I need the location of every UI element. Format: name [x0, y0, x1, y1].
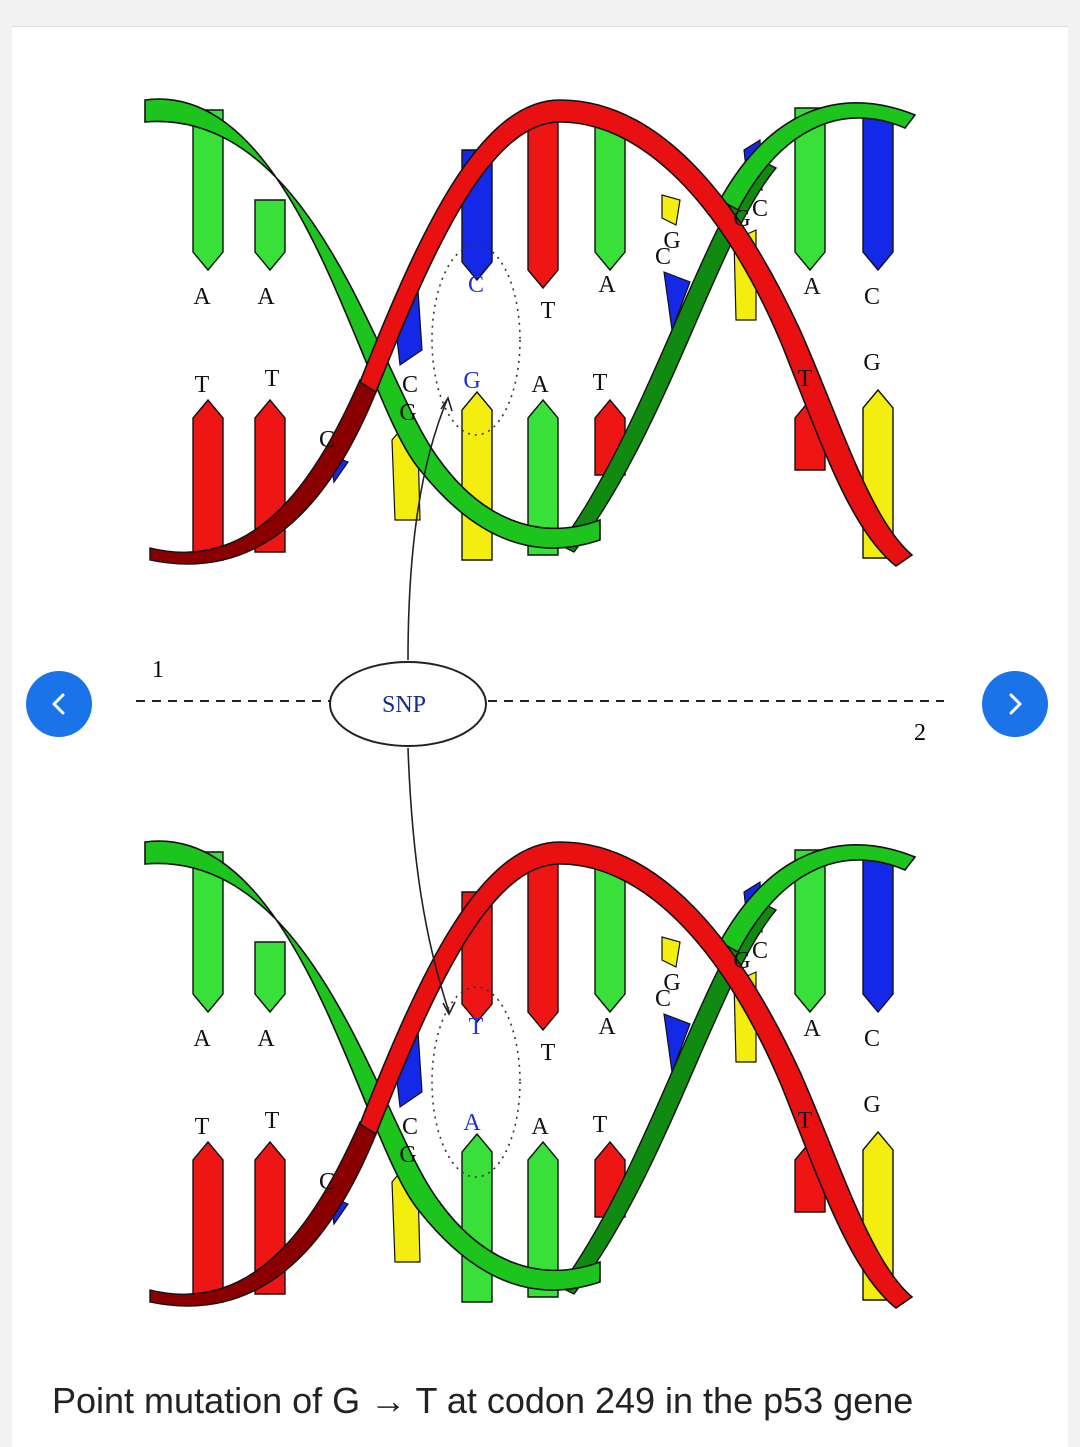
- base-label-bottom: T: [798, 1108, 813, 1134]
- snp-arrow-bottom-head: [442, 1001, 456, 1016]
- base-bar: [862, 107, 894, 272]
- mutation-highlight: [431, 244, 521, 436]
- strand-green-top: [718, 844, 917, 954]
- base-label-top: A: [803, 274, 821, 300]
- base-label-cross: C: [752, 196, 768, 222]
- base-label-cross: C: [319, 427, 335, 453]
- base-bar: [527, 107, 559, 290]
- base-bar: [192, 1140, 224, 1303]
- snp-arrow-bottom: [407, 747, 450, 1013]
- mutation-highlight: [431, 986, 521, 1178]
- base-bar: [254, 941, 286, 1014]
- figure-caption: Point mutation of G → T at codon 249 in …: [52, 1380, 914, 1421]
- base-label-top: T: [541, 298, 556, 324]
- base-bar: [594, 861, 626, 1014]
- base-label-top: A: [598, 1014, 616, 1040]
- base-label-cross: G: [733, 948, 750, 974]
- base-label-bottom: T: [265, 1108, 280, 1134]
- base-fragment: [661, 194, 681, 226]
- base-label-bottom: G: [863, 1092, 880, 1118]
- side-label-1: 1: [152, 657, 164, 683]
- strand-green-back: [558, 901, 778, 1295]
- base-label-cross: C: [655, 244, 671, 270]
- base-bar: [527, 849, 559, 1032]
- base-label-top: A: [803, 1016, 821, 1042]
- base-label-cross: G: [733, 206, 750, 232]
- base-bar: [192, 109, 224, 272]
- base-label-cross: G: [399, 1142, 416, 1168]
- base-label-cross: G: [663, 970, 680, 996]
- base-bar: [461, 1132, 493, 1303]
- base-label-bottom: T: [593, 370, 608, 396]
- base-label-bottom: T: [798, 366, 813, 392]
- base-label-cross: G: [399, 400, 416, 426]
- base-bar: [527, 398, 559, 556]
- base-label-top: A: [257, 284, 275, 310]
- base-bar: [192, 398, 224, 561]
- base-label-cross: C: [655, 986, 671, 1012]
- base-label-cross: C: [752, 938, 768, 964]
- base-label-top: T: [469, 1014, 484, 1040]
- base-label-cross: C: [402, 1114, 418, 1140]
- prev-button[interactable]: [26, 671, 92, 737]
- base-bar: [254, 199, 286, 272]
- base-fragment: [661, 936, 681, 968]
- base-label-cross: C: [319, 1169, 335, 1195]
- snp-arrow-top-head: [440, 396, 453, 412]
- chevron-left-icon: [52, 693, 65, 715]
- base-fragment: [663, 1013, 691, 1073]
- base-label-bottom: G: [463, 368, 480, 394]
- base-label-top: A: [193, 1026, 211, 1052]
- base-bar: [461, 390, 493, 561]
- snp-ellipse: [329, 661, 487, 747]
- base-label-bottom: T: [593, 1112, 608, 1138]
- base-label-bottom: A: [531, 1114, 549, 1140]
- base-label-bottom: G: [863, 350, 880, 376]
- base-label-top: C: [864, 284, 880, 310]
- base-label-cross: G: [663, 228, 680, 254]
- base-label-bottom: T: [195, 1114, 210, 1140]
- strand-green-back: [558, 159, 778, 553]
- base-label-bottom: T: [265, 366, 280, 392]
- next-button[interactable]: [982, 671, 1048, 737]
- snp-arrow-top: [407, 399, 448, 661]
- base-label-top: A: [193, 284, 211, 310]
- strand-green-front: [144, 98, 601, 549]
- base-bar: [192, 851, 224, 1014]
- base-label-top: T: [541, 1040, 556, 1066]
- strand-green-front: [144, 840, 601, 1291]
- base-label-bottom: A: [463, 1110, 481, 1136]
- snp-label: SNP: [382, 692, 426, 718]
- base-bar: [594, 119, 626, 272]
- base-label-bottom: T: [195, 372, 210, 398]
- strand-red-front: [359, 841, 914, 1309]
- side-label-2: 2: [914, 720, 926, 746]
- base-label-top: A: [598, 272, 616, 298]
- base-bar: [527, 1140, 559, 1298]
- base-bar: [862, 849, 894, 1014]
- strand-red-front: [359, 99, 914, 567]
- base-label-top: C: [468, 272, 484, 298]
- base-label-top: C: [864, 1026, 880, 1052]
- base-fragment: [663, 271, 691, 331]
- base-label-cross: C: [402, 372, 418, 398]
- base-label-bottom: A: [531, 372, 549, 398]
- chevron-right-icon: [1009, 693, 1022, 715]
- base-label-top: A: [257, 1026, 275, 1052]
- strand-green-top: [718, 102, 917, 212]
